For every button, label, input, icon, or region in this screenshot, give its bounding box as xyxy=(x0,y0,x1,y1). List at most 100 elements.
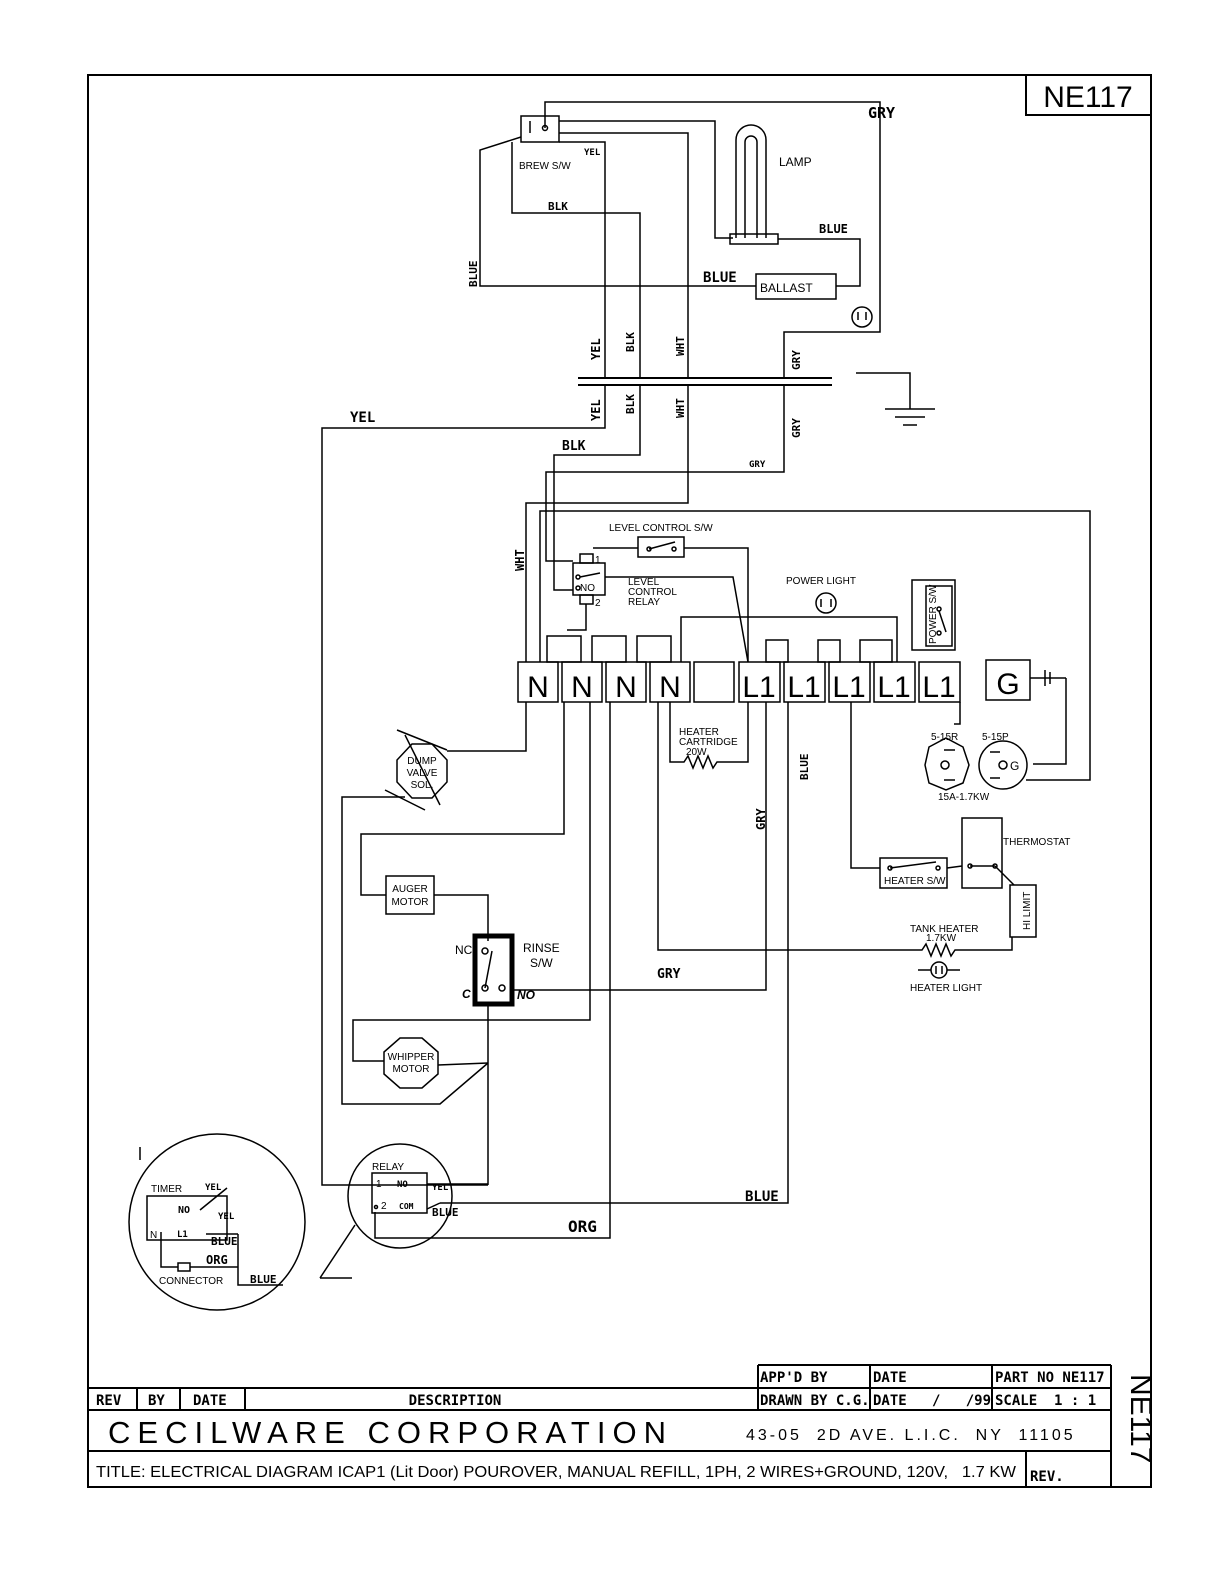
ground-icon xyxy=(856,372,935,426)
level-relay-pin2: 2 xyxy=(595,598,601,609)
heater-cartridge: HEATER CARTRIDGE 20W xyxy=(669,702,749,770)
receptacle-label: 5-15R xyxy=(931,732,958,743)
drawing-id: NE117 xyxy=(1043,81,1133,114)
svg-text:CONNECTOR: CONNECTOR xyxy=(159,1276,223,1287)
terminal-strip: N N N N L1 L1 L1 L1 L1 G xyxy=(517,659,1031,704)
svg-text:AUGER: AUGER xyxy=(392,884,428,895)
terminal-n-1 xyxy=(517,661,559,703)
svg-text:1.7KW: 1.7KW xyxy=(926,933,957,944)
svg-text:1: 1 xyxy=(376,1179,382,1190)
lamp-socket-icon xyxy=(851,306,873,328)
svg-text:SOL.: SOL. xyxy=(411,780,434,791)
brew-sw-label: BREW S/W xyxy=(519,161,571,172)
level-relay-label-2: CONTROL xyxy=(628,587,677,598)
terminal-blank xyxy=(693,661,735,703)
level-control-switch: LEVEL CONTROL S/W xyxy=(609,523,713,558)
wire-label-yel-1: YEL xyxy=(589,338,603,360)
svg-text:BLUE: BLUE xyxy=(211,1235,238,1248)
wire-label-wht-2: WHT xyxy=(674,398,687,418)
wire-label-blue-relay-com: BLUE xyxy=(432,1206,459,1219)
svg-text:DATE: DATE xyxy=(873,1370,907,1386)
svg-text:COM: COM xyxy=(399,1202,414,1211)
level-relay-label-1: LEVEL xyxy=(628,577,660,588)
level-control-sw-label: LEVEL CONTROL S/W xyxy=(609,523,713,534)
svg-text:VALVE: VALVE xyxy=(407,768,438,779)
power-light-label: POWER LIGHT xyxy=(786,576,856,587)
receptacle-5-15r: 5-15R xyxy=(924,732,970,791)
level-relay-label-3: RELAY xyxy=(628,597,660,608)
wire-label-blue-long: BLUE xyxy=(798,754,811,781)
svg-text:MOTOR: MOTOR xyxy=(392,1064,429,1075)
svg-text:N: N xyxy=(615,671,637,704)
power-switch: POWER S/W xyxy=(911,579,956,651)
ballast-label: BALLAST xyxy=(760,281,813,295)
tank-heater: TANK HEATER 1.7KW xyxy=(910,924,1013,958)
rinse-nc-label: NC xyxy=(455,943,473,957)
svg-text:YEL: YEL xyxy=(218,1212,235,1222)
company-address: 43-05 2D AVE. L.I.C. NY 11105 xyxy=(746,1427,1076,1444)
svg-text:S/W: S/W xyxy=(530,956,553,970)
svg-text:HI LIMIT: HI LIMIT xyxy=(1022,892,1033,930)
heater-cartridge-label-3: 20W xyxy=(686,747,707,758)
terminal-l1-5 xyxy=(918,661,961,703)
svg-text:BLUE: BLUE xyxy=(250,1273,277,1286)
wire-label-yel-left: YEL xyxy=(350,410,375,426)
svg-text:NO: NO xyxy=(178,1205,190,1216)
svg-text:DUMP: DUMP xyxy=(407,756,437,767)
rinse-no-label: NO xyxy=(517,988,536,1002)
terminal-ground xyxy=(985,659,1031,701)
drawing-title: TITLE: ELECTRICAL DIAGRAM ICAP1 (Lit Doo… xyxy=(96,1464,1017,1481)
rinse-c-label: C xyxy=(462,987,471,1001)
svg-text:L1: L1 xyxy=(177,1230,188,1240)
svg-text:ORG: ORG xyxy=(206,1253,228,1267)
drawing-id-box: NE117 xyxy=(1025,74,1152,116)
whipper-motor: WHIPPER MOTOR xyxy=(383,1037,439,1089)
company-name: CECILWARE CORPORATION xyxy=(108,1415,673,1450)
svg-text:G: G xyxy=(996,668,1019,701)
dump-valve-solenoid: DUMP VALVE SOL. xyxy=(384,729,448,811)
svg-text:L1: L1 xyxy=(832,671,865,704)
thermostat: THERMOSTAT xyxy=(961,817,1070,889)
wire-label-blk-2: BLK xyxy=(624,394,637,414)
wire-label-blk-top: BLK xyxy=(548,200,568,213)
svg-text:N: N xyxy=(659,671,681,704)
heater-light: HEATER LIGHT xyxy=(910,961,982,994)
svg-text:NO: NO xyxy=(397,1180,408,1190)
plug-g-label: G xyxy=(1010,759,1019,773)
svg-text:DRAWN BY C.G.: DRAWN BY C.G. xyxy=(760,1393,870,1409)
level-relay-pin1: 1 xyxy=(595,555,601,566)
svg-text:L1: L1 xyxy=(787,671,820,704)
wire-label-gry-top: GRY xyxy=(868,104,895,122)
rinse-switch: NC C NO RINSE S/W xyxy=(455,933,560,1007)
svg-text:HEATER LIGHT: HEATER LIGHT xyxy=(910,983,982,994)
wire-label-blue-left: BLUE xyxy=(467,261,480,288)
drawing-border xyxy=(87,74,1152,1488)
wire-label-yel-relay: YEL xyxy=(432,1183,449,1193)
svg-text:DESCRIPTION: DESCRIPTION xyxy=(409,1393,502,1409)
terminal-n-3 xyxy=(605,661,647,703)
svg-text:MOTOR: MOTOR xyxy=(391,897,428,908)
svg-text:RINSE: RINSE xyxy=(523,941,560,955)
terminal-jumpers xyxy=(546,635,893,663)
terminal-l1-1 xyxy=(738,661,781,703)
plug-5-15p: G 5-15P 15A-1.7KW xyxy=(938,732,1028,803)
wire-label-gry-2: GRY xyxy=(790,418,803,438)
wire-label-wht-1: WHT xyxy=(674,336,687,356)
svg-text:N: N xyxy=(527,671,549,704)
title-block: NE117 APP'D BY DATE PART NO NE117 DRAWN … xyxy=(88,1364,1157,1487)
wire-label-blk-1: BLK xyxy=(624,332,637,352)
svg-text:YEL: YEL xyxy=(205,1183,222,1193)
svg-text:DATE / /99: DATE / /99 xyxy=(873,1393,991,1409)
terminal-l1-4 xyxy=(873,661,916,703)
wire-label-gry-rinse: GRY xyxy=(657,967,681,982)
heater-cartridge-label-1: HEATER xyxy=(679,727,719,738)
wire-label-blue-relay: BLUE xyxy=(745,1189,779,1205)
wire-label-yel-brew: YEL xyxy=(584,148,601,158)
relay: RELAY 1 NO 2 COM xyxy=(347,1143,453,1249)
terminal-n-2 xyxy=(561,661,603,703)
wire-label-gry-1: GRY xyxy=(790,350,803,370)
wire-label-blue-ballast: BLUE xyxy=(703,270,737,286)
svg-text:WHIPPER: WHIPPER xyxy=(388,1052,435,1063)
svg-text:2: 2 xyxy=(381,1201,387,1212)
